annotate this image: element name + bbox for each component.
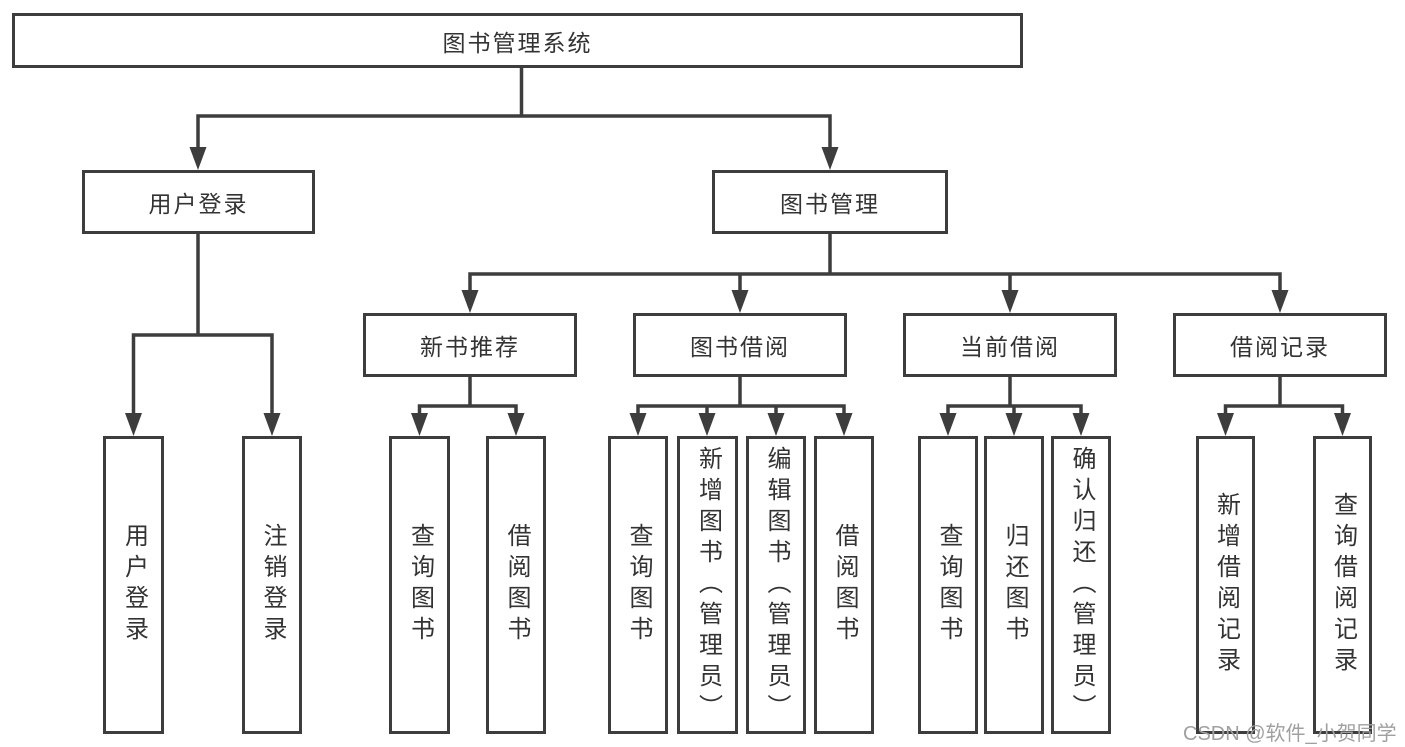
node-book-borrow: 图书借阅 [633, 313, 847, 377]
connector-records-branch [1223, 375, 1345, 419]
connector-book-mgmt-branch [468, 232, 1282, 295]
arrowhead [731, 290, 749, 313]
arrowhead [461, 290, 479, 313]
arrowhead [1005, 413, 1023, 436]
connector-new-book-branch [417, 375, 518, 419]
arrowhead [821, 147, 839, 170]
node-library-management-system: 图书管理系统 [12, 13, 1023, 68]
node-leaf-user-login: 用户登录 [103, 436, 164, 734]
node-label: 借阅记录 [1230, 334, 1330, 360]
node-current-borrow: 当前借阅 [903, 313, 1117, 377]
node-label: 图书管理系统 [442, 29, 593, 56]
arrowhead [507, 413, 525, 436]
connector-arrowheads [125, 147, 1351, 436]
node-book-management: 图书管理 [712, 170, 948, 234]
connector-user-login-branch [131, 232, 274, 418]
node-leaf-query-borrow-record: 查询借阅记录 [1313, 436, 1372, 734]
node-label: 当前借阅 [960, 334, 1060, 360]
node-label: 归还图书 [1001, 523, 1028, 647]
node-leaf-confirm-return-admin: 确认归还（管理员） [1051, 436, 1111, 734]
node-leaf-query-books-2: 查询图书 [608, 436, 668, 734]
node-user-login: 用户登录 [82, 170, 315, 234]
arrowhead [698, 413, 716, 436]
node-label: 注销登录 [259, 523, 286, 647]
node-leaf-add-books-admin: 新增图书（管理员） [677, 436, 738, 734]
arrowhead [1271, 290, 1289, 313]
node-leaf-logout: 注销登录 [242, 436, 302, 734]
arrowhead [189, 147, 207, 170]
arrowhead [125, 413, 142, 436]
node-label: 查询图书 [935, 523, 962, 647]
arrowhead [411, 413, 428, 436]
arrowhead [1001, 290, 1019, 313]
csdn-watermark: CSDN @软件_小贺同学 [1183, 723, 1397, 745]
node-label: 用户登录 [120, 523, 148, 647]
arrowhead [939, 413, 957, 436]
node-leaf-add-borrow-record: 新增借阅记录 [1196, 436, 1255, 734]
node-label: 借阅图书 [831, 523, 858, 647]
arrowhead [1072, 413, 1090, 436]
node-label: 借阅图书 [503, 523, 530, 647]
node-leaf-edit-books-admin: 编辑图书（管理员） [746, 436, 806, 734]
node-new-book-recommend: 新书推荐 [363, 313, 577, 377]
node-leaf-return-books: 归还图书 [984, 436, 1044, 734]
node-leaf-query-books-3: 查询图书 [918, 436, 978, 734]
node-label: 新书推荐 [420, 334, 520, 360]
node-label: 用户登录 [148, 191, 249, 217]
arrowhead [263, 413, 281, 436]
node-leaf-query-books-1: 查询图书 [389, 436, 450, 734]
node-label: 新增借阅记录 [1212, 492, 1240, 678]
node-label: 查询图书 [625, 523, 652, 647]
connector-book-borrow-branch [636, 375, 846, 419]
node-label: 图书借阅 [690, 334, 790, 360]
node-label: 确认归还（管理员） [1068, 445, 1095, 725]
node-label: 图书管理 [780, 191, 880, 217]
node-leaf-borrow-books-1: 借阅图书 [486, 436, 546, 734]
connector-current-borrow-branch [946, 375, 1083, 419]
node-leaf-borrow-books-2: 借阅图书 [814, 436, 874, 734]
arrowhead [767, 413, 785, 436]
node-label: 查询借阅记录 [1329, 492, 1357, 678]
connector-lines [131, 66, 1345, 419]
arrowhead [835, 413, 853, 436]
connector-root-branch [196, 66, 832, 152]
node-label: 查询图书 [406, 523, 434, 647]
node-label: 编辑图书（管理员） [763, 445, 790, 725]
arrowhead [629, 413, 647, 436]
node-label: 新增图书（管理员） [694, 445, 722, 725]
arrowhead [1217, 413, 1234, 436]
arrowhead [1334, 413, 1351, 436]
node-borrow-records: 借阅记录 [1173, 313, 1387, 377]
